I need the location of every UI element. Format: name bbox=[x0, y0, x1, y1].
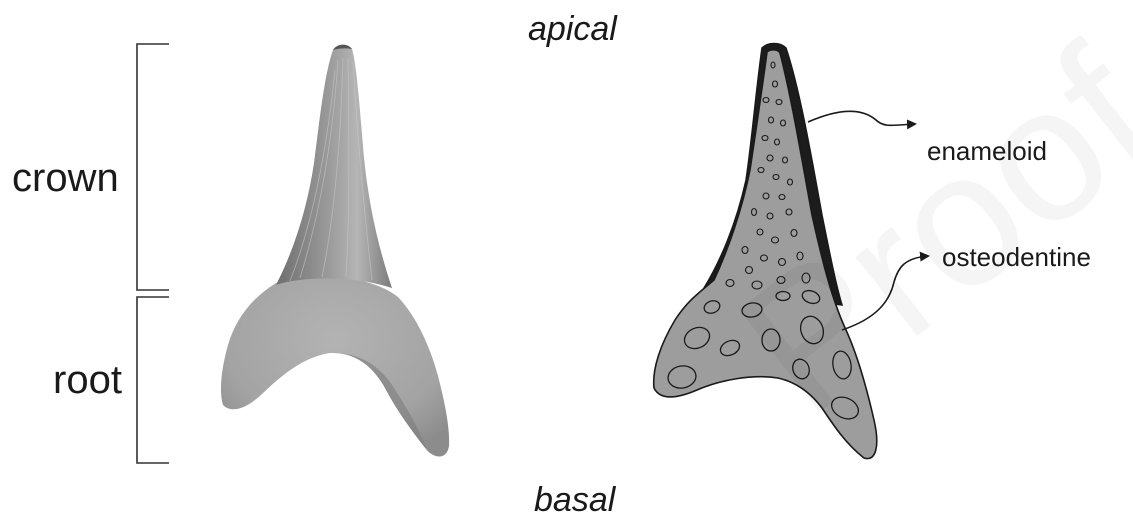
crown-bracket bbox=[137, 44, 169, 290]
crown-label: crown bbox=[12, 158, 119, 198]
tooth-photo bbox=[221, 45, 449, 457]
root-label: root bbox=[53, 360, 122, 400]
tooth-schematic bbox=[654, 44, 877, 459]
root-bracket bbox=[137, 297, 169, 463]
enameloid-leader bbox=[808, 111, 915, 125]
osteodentine-leader bbox=[842, 256, 928, 330]
osteodentine-label: osteodentine bbox=[942, 244, 1091, 270]
basal-label: basal bbox=[534, 483, 615, 517]
apical-label: apical bbox=[528, 12, 617, 46]
enameloid-label: enameloid bbox=[927, 138, 1047, 164]
